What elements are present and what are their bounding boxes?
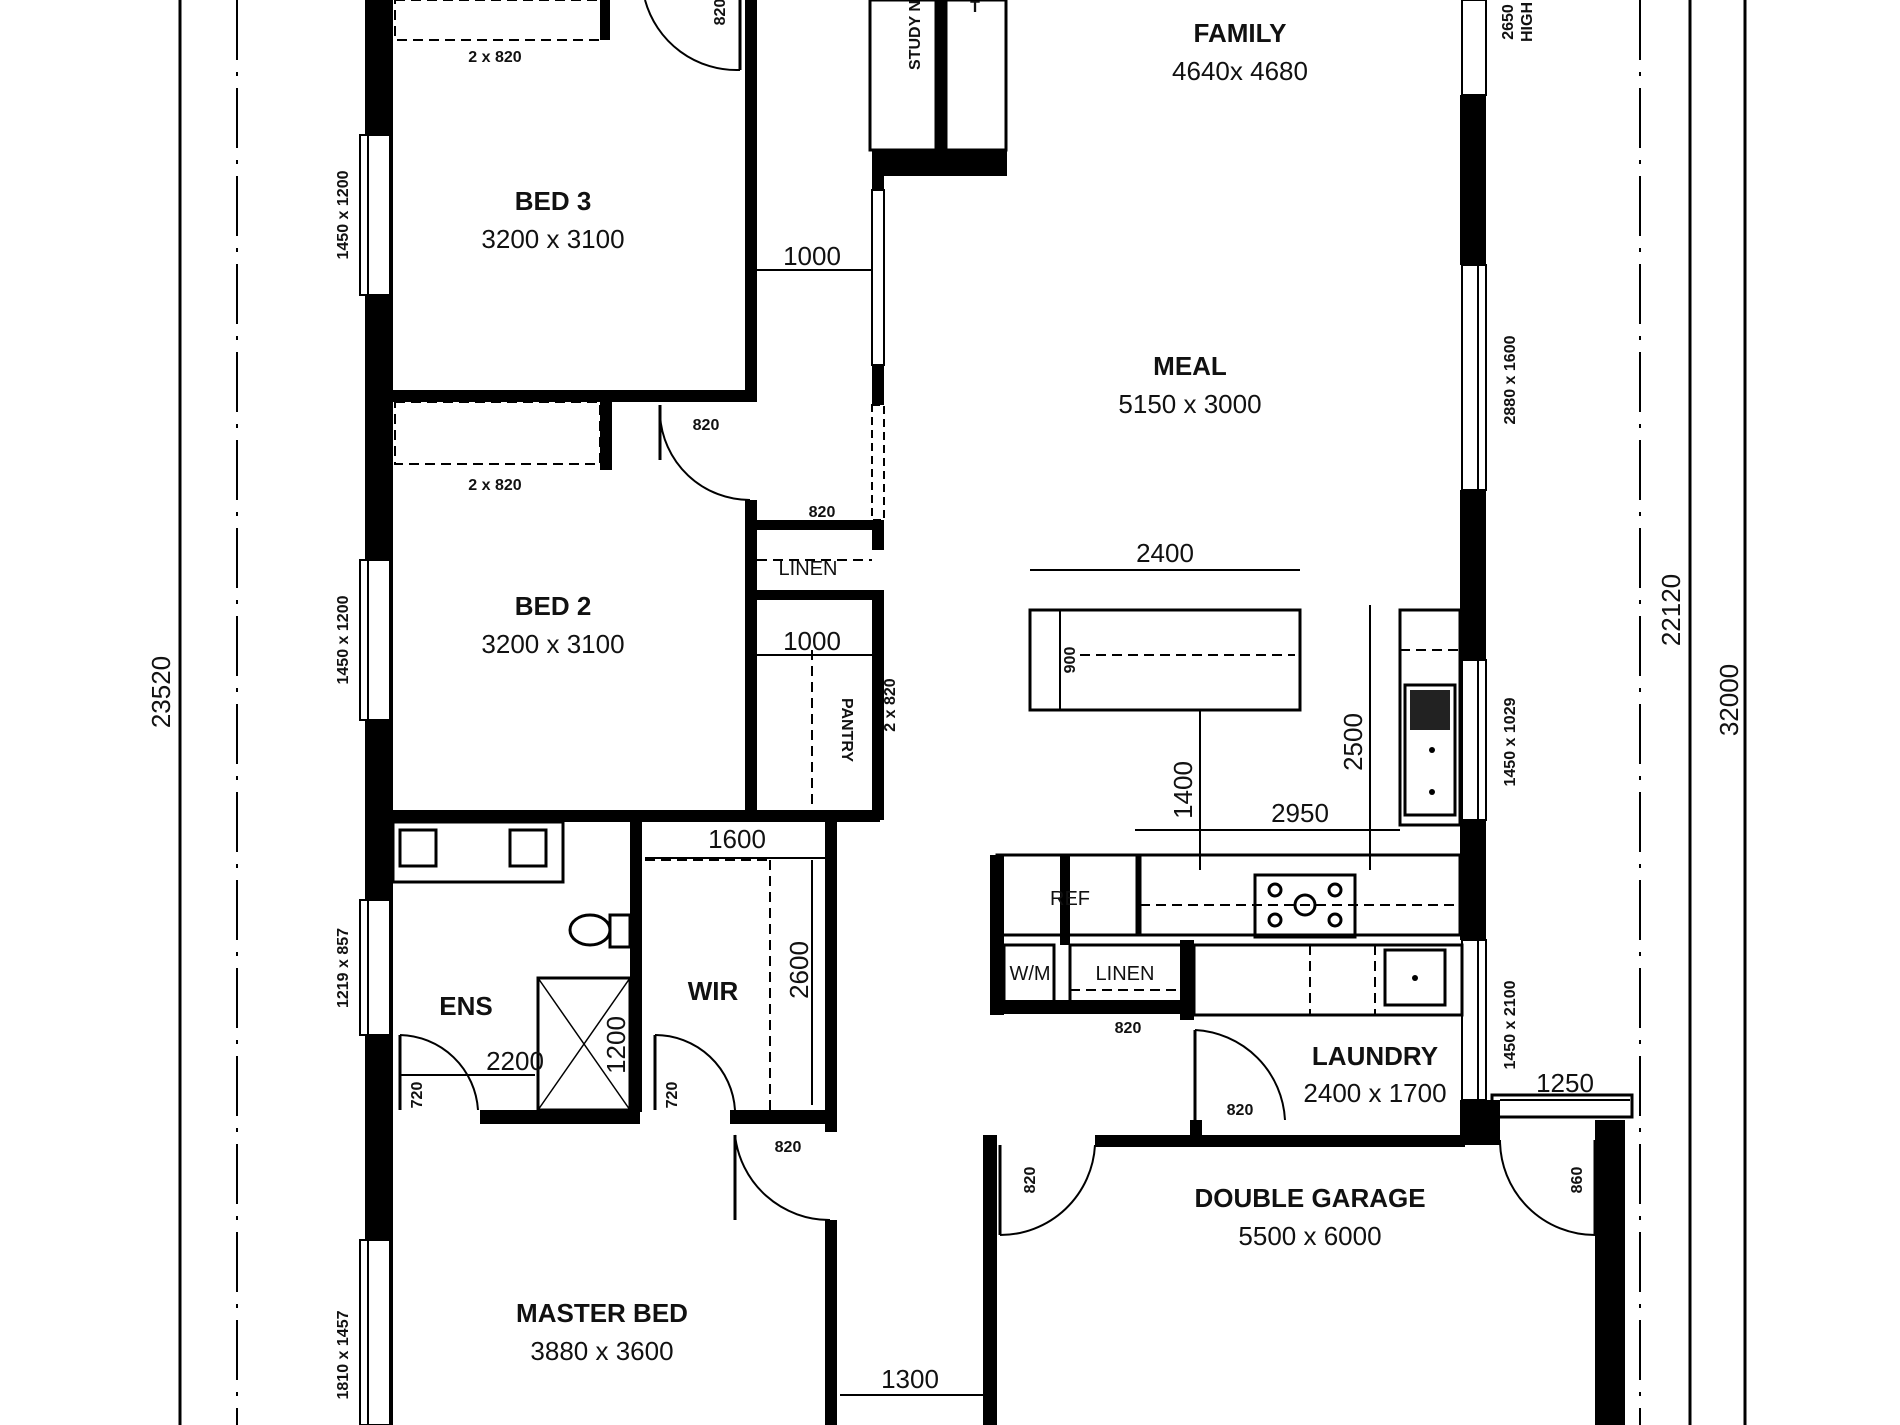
room-bed3-name: BED 3 (515, 186, 592, 216)
label-pantry-shelf: 2 x 820 (882, 678, 899, 731)
dim-kitchen-2500: 2500 (1338, 713, 1368, 771)
label-win-meal: 2880 x 1600 (1502, 335, 1519, 424)
dim-entry-1300: 1300 (881, 1364, 939, 1394)
dim-kitchen-1400: 1400 (1168, 761, 1198, 819)
label-win-family-top: 2650 (1500, 4, 1517, 40)
room-pantry: PANTRY (838, 698, 855, 762)
room-garage-size: 5500 x 6000 (1238, 1221, 1381, 1251)
dim-island-len: 2400 (1136, 538, 1194, 568)
room-meal-name: MEAL (1153, 351, 1227, 381)
room-meal-size: 5150 x 3000 (1118, 389, 1261, 419)
room-laundry-name: LAUNDRY (1312, 1041, 1438, 1071)
label-door-garage-right: 860 (1569, 1167, 1586, 1194)
room-family-name: FAMILY (1194, 18, 1287, 48)
room-master-name: MASTER BED (516, 1298, 688, 1328)
label-robe-bed2: 2 x 820 (468, 477, 521, 494)
room-bed3-size: 3200 x 3100 (481, 224, 624, 254)
windows (359, 0, 1487, 1425)
label-robe-bed3: 2 x 820 (468, 49, 521, 66)
room-ref: REF (1050, 888, 1090, 910)
room-ens-name: ENS (439, 991, 492, 1021)
room-wm: W/M (1009, 963, 1050, 985)
label-door-bed2: 820 (693, 417, 720, 434)
dimension-lines (400, 269, 1630, 1396)
room-bed2-name: BED 2 (515, 591, 592, 621)
dim-wir-width: 1600 (708, 824, 766, 854)
dim-wir-depth: 2600 (784, 941, 814, 999)
label-door-master: 820 (775, 1139, 802, 1156)
label-win-kitchen: 1450 x 1029 (1502, 697, 1519, 786)
room-bed2-size: 3200 x 3100 (481, 629, 624, 659)
dim-overall-right-outer: 32000 (1714, 664, 1744, 736)
label-door-garage-left: 820 (1022, 1167, 1039, 1194)
label-win-family-top2: HIGH (1519, 2, 1536, 42)
label-win-master: 1810 x 1457 (335, 1310, 352, 1399)
room-family-size: 4640x 4680 (1172, 56, 1308, 86)
room-linen-kitchen: LINEN (1096, 963, 1155, 985)
fixtures (391, 0, 1464, 1112)
dim-hall-2: 1000 (783, 626, 841, 656)
label-door-wir: 720 (664, 1082, 681, 1109)
dim-ens-shower: 2200 (486, 1046, 544, 1076)
label-win-laundry: 1450 x 2100 (1502, 980, 1519, 1069)
label-door-bed3: 820 (712, 0, 729, 25)
dim-ens-shower-h: 1200 (601, 1016, 631, 1074)
label-win-bed3: 1450 x 1200 (335, 170, 352, 259)
room-laundry-size: 2400 x 1700 (1303, 1078, 1446, 1108)
room-garage-name: DOUBLE GARAGE (1194, 1183, 1425, 1213)
doors (398, 0, 1634, 1237)
room-study: STUDY N (907, 0, 924, 70)
dim-laundry-1250: 1250 (1536, 1068, 1594, 1098)
dim-overall-left: 23520 (146, 656, 176, 728)
room-linen-hall: LINEN (779, 558, 838, 580)
label-win-bed2: 1450 x 1200 (335, 595, 352, 684)
dim-overall-right-inner: 22120 (1656, 574, 1686, 646)
dim-hall-1: 1000 (783, 241, 841, 271)
room-top-t: T (970, 0, 980, 16)
dim-kitchen-2950: 2950 (1271, 798, 1329, 828)
label-door-ens: 720 (409, 1082, 426, 1109)
label-door-laundry: 820 (1227, 1102, 1254, 1119)
label-door-kitchen-linen: 820 (1115, 1020, 1142, 1037)
room-master-size: 3880 x 3600 (530, 1336, 673, 1366)
dim-island-depth: 900 (1062, 647, 1079, 674)
label-door-linen: 820 (809, 504, 836, 521)
room-wir-name: WIR (688, 976, 739, 1006)
label-win-ens: 1219 x 857 (335, 928, 352, 1008)
